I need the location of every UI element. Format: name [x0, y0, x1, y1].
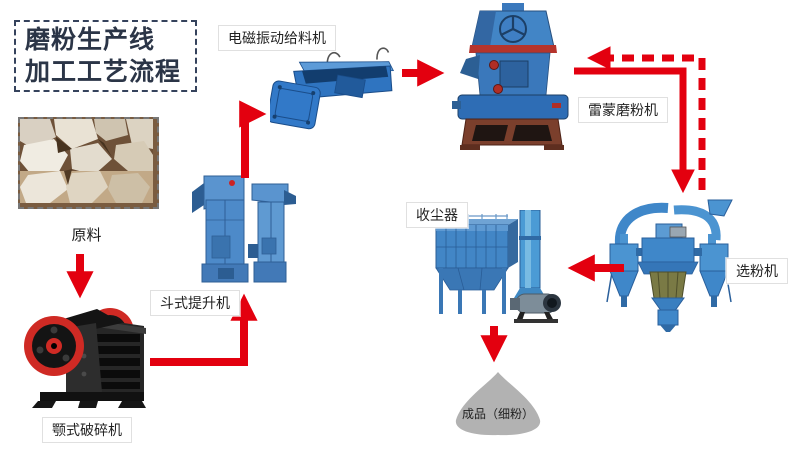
- bucket-elevator-label: 斗式提升机: [150, 290, 240, 316]
- vibrating-feeder-label: 电磁振动给料机: [218, 25, 336, 51]
- jaw-crusher-label: 颚式破碎机: [42, 417, 132, 443]
- classifier-label: 选粉机: [726, 258, 788, 284]
- raw-material-photo: [18, 117, 159, 209]
- arrow-mill-to-classifier: [574, 67, 695, 194]
- raymond-mill-illustration: [452, 3, 572, 155]
- arrow-classifier-return-to-mill-dashed: [586, 46, 706, 190]
- dust-collector-label: 收尘器: [406, 202, 468, 228]
- title-line-2: 加工工艺流程: [25, 57, 182, 86]
- bucket-elevator-illustration: [192, 174, 297, 294]
- classifier-illustration: [604, 198, 734, 336]
- finished-product-label: 成品（细粉）: [461, 407, 534, 421]
- raw-material-label: 原料: [71, 226, 102, 244]
- finished-product-pile: [452, 370, 544, 442]
- raymond-mill-label: 雷蒙磨粉机: [578, 97, 668, 123]
- arrow-elevator-to-feeder: [239, 100, 267, 178]
- jaw-crusher-illustration: [22, 296, 150, 414]
- title-line-1: 磨粉生产线: [25, 25, 156, 54]
- vibrating-feeder-illustration: [267, 36, 398, 145]
- diagram-title: 磨粉生产线 加工工艺流程: [14, 20, 197, 92]
